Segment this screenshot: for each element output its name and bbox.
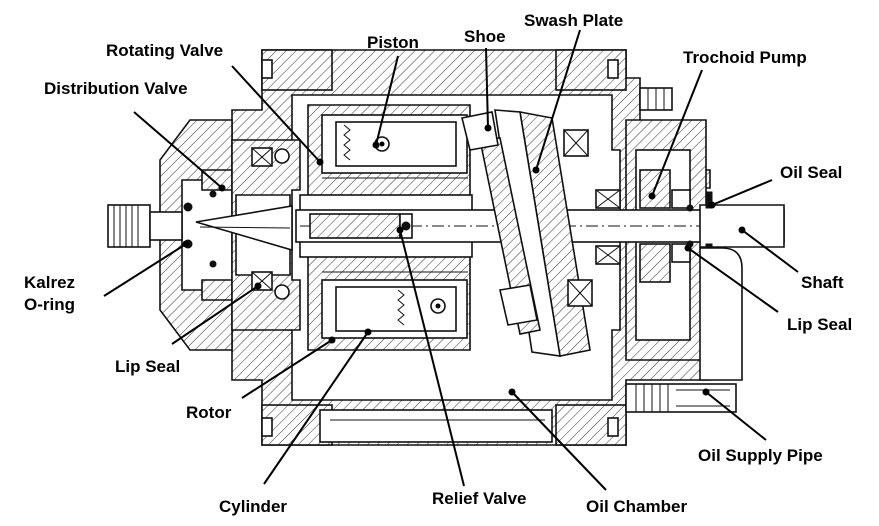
oil-supply-pipe	[625, 247, 743, 413]
label-shaft: Shaft	[801, 273, 844, 292]
label-lip-seal-left: Lip Seal	[115, 357, 180, 376]
labels: Rotating Valve Distribution Valve Piston…	[24, 11, 852, 516]
label-oil-seal: Oil Seal	[780, 163, 842, 182]
label-o-ring: O-ring	[24, 295, 75, 314]
label-oil-chamber: Oil Chamber	[586, 497, 687, 516]
label-piston: Piston	[367, 33, 419, 52]
label-rotating-valve: Rotating Valve	[106, 41, 223, 60]
end-cap	[107, 119, 301, 351]
trochoid-pump-assembly	[639, 169, 713, 283]
label-swash-plate: Swash Plate	[524, 11, 623, 30]
label-kalrez: Kalrez	[24, 273, 75, 292]
label-oil-supply-pipe: Oil Supply Pipe	[698, 446, 823, 465]
bolts	[261, 59, 619, 437]
label-cylinder: Cylinder	[219, 497, 287, 516]
label-lip-seal-right: Lip Seal	[787, 315, 852, 334]
label-relief-valve: Relief Valve	[432, 489, 527, 508]
leader-lines	[103, 29, 799, 491]
label-distribution-valve: Distribution Valve	[44, 79, 188, 98]
label-rotor: Rotor	[186, 403, 232, 422]
label-trochoid-pump: Trochoid Pump	[683, 48, 807, 67]
label-shoe: Shoe	[464, 27, 506, 46]
